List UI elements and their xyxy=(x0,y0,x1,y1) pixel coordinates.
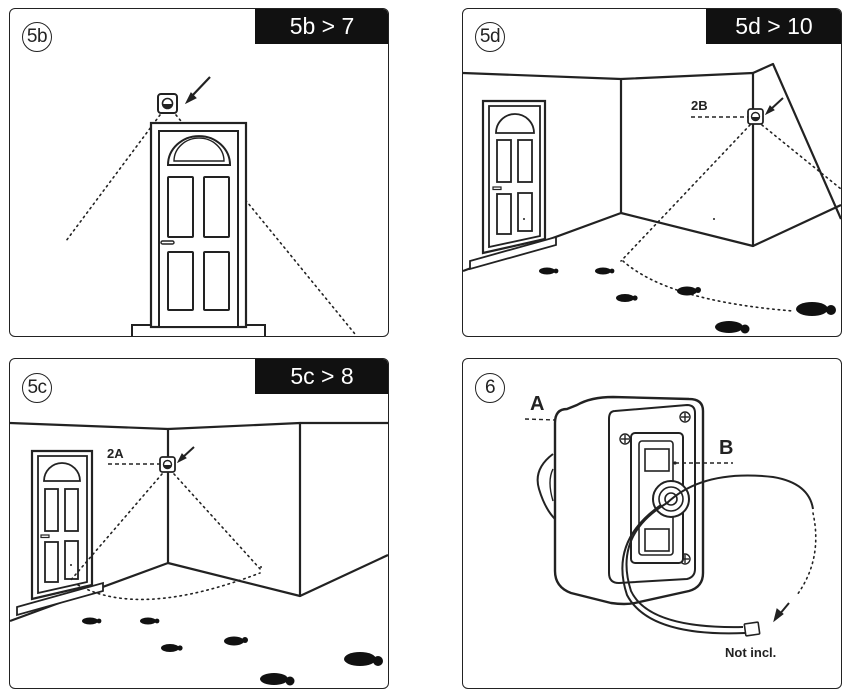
footprints-icon xyxy=(539,267,836,334)
label-2b: 2B xyxy=(691,98,708,113)
label-2a: 2A xyxy=(107,446,124,461)
motion-sensor-icon xyxy=(159,456,176,473)
scene-5b-door-mounted-sensor xyxy=(65,76,356,336)
step-tag-5d: 5d > 10 xyxy=(706,9,841,44)
motion-sensor-icon xyxy=(747,108,764,125)
panel-5d: 2B 5d 5d > 10 xyxy=(462,8,842,337)
step-number-5b: 5b xyxy=(22,22,52,52)
label-b: B xyxy=(719,437,734,459)
panel-5b: 5b 5b > 7 xyxy=(9,8,389,337)
pointer-arrow-icon xyxy=(764,97,784,116)
pointer-arrow-icon xyxy=(184,76,211,105)
scene-5c-corner-mounted-sensor xyxy=(10,421,388,686)
step-number-6: 6 xyxy=(475,373,505,403)
scene-6-sensor-mount-with-cable xyxy=(524,395,817,637)
panel-5c: 2A 5c 5c > 8 xyxy=(9,358,389,689)
panel-6: A B Not incl. 6 xyxy=(462,358,842,689)
step-number-5c: 5c xyxy=(22,373,52,403)
pointer-arrow-icon xyxy=(176,446,195,464)
not-included-note: Not incl. xyxy=(725,645,777,660)
step-number-5d: 5d xyxy=(475,22,505,52)
step-tag-5b: 5b > 7 xyxy=(255,9,388,44)
label-a: A xyxy=(530,393,545,415)
footprints-icon xyxy=(82,617,383,686)
motion-sensor-icon xyxy=(157,93,178,114)
scene-5d-corner-mounted-sensor xyxy=(463,62,841,334)
step-tag-5c: 5c > 8 xyxy=(255,359,388,394)
pointer-arrow-icon xyxy=(773,602,790,623)
